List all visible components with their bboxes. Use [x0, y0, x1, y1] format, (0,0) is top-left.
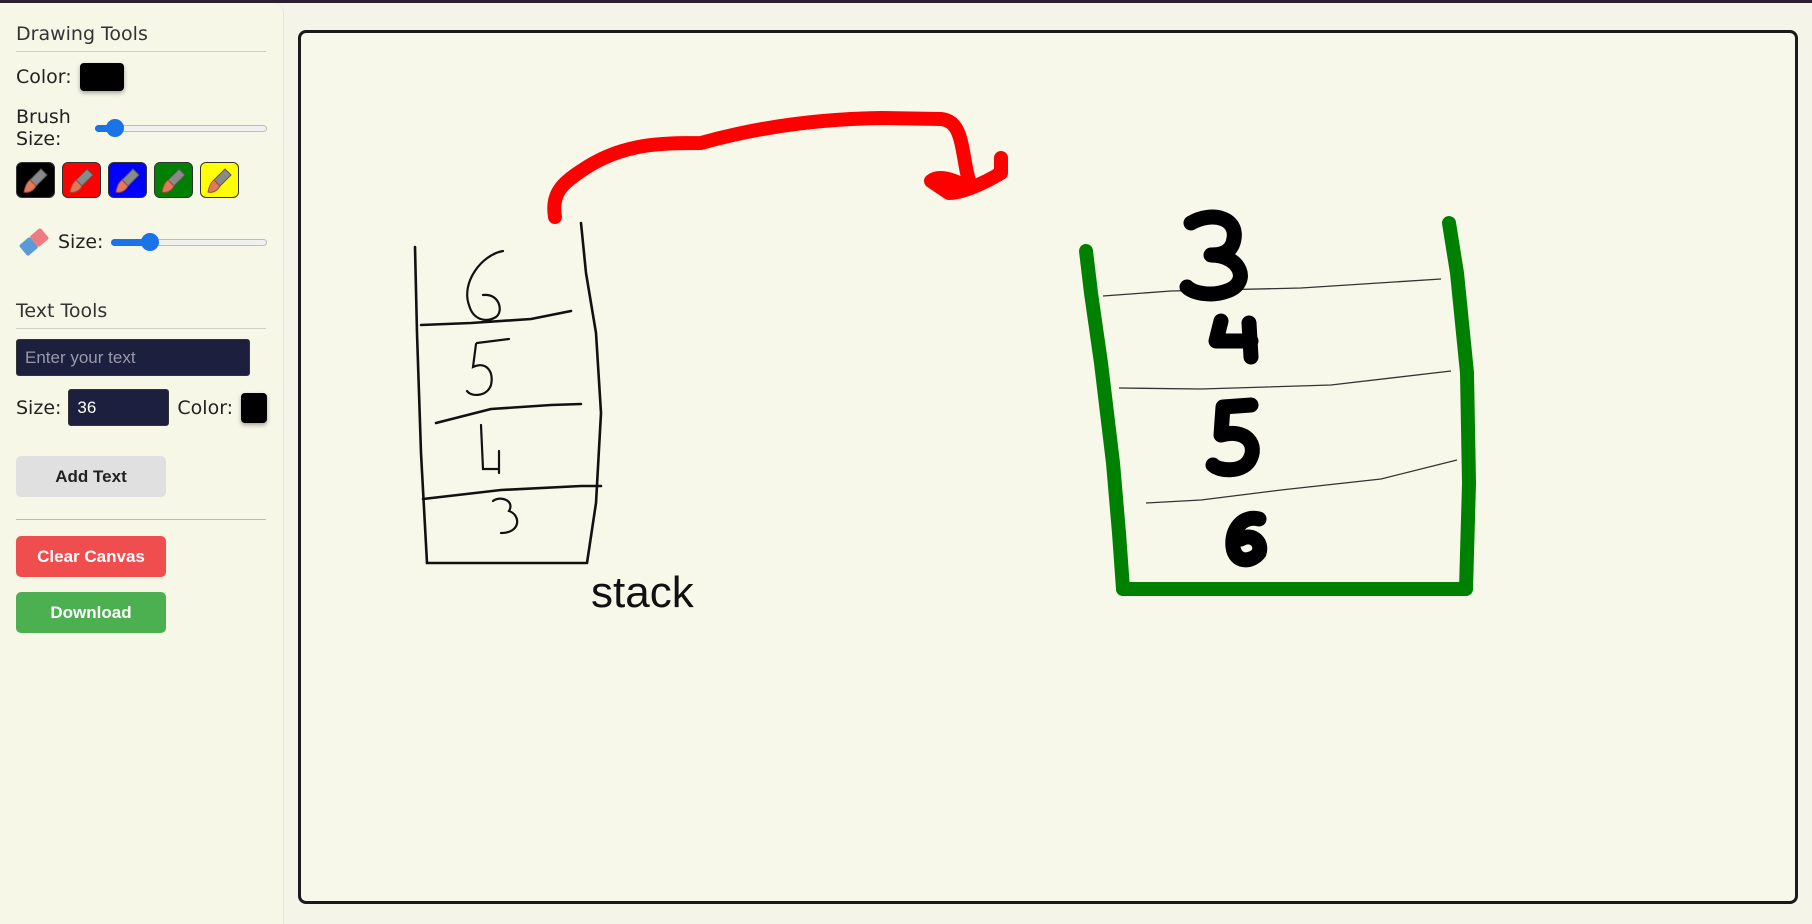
paintbrush-icon	[68, 168, 94, 193]
paintbrush-icon	[114, 168, 140, 193]
right-divider-1	[1102, 278, 1442, 297]
left-stack-divider-2	[434, 402, 583, 425]
left-number-4	[479, 423, 501, 475]
right-stack-container	[1079, 216, 1476, 596]
left-number-5	[465, 342, 493, 397]
brush-preset-red[interactable]	[62, 162, 101, 198]
brush-size-slider[interactable]	[94, 118, 267, 138]
eraser-size-label: Size:	[58, 231, 104, 253]
brush-size-label: Brush Size:	[16, 106, 81, 150]
eraser-size-slider[interactable]	[111, 232, 267, 252]
brush-preset-green[interactable]	[154, 162, 193, 198]
window-top-bar	[0, 0, 1812, 3]
left-stack-drawing	[413, 221, 603, 565]
drawing-canvas[interactable]: stack	[298, 30, 1798, 904]
text-size-label: Size:	[16, 396, 62, 419]
right-divider-2	[1118, 370, 1452, 390]
right-number-6	[1225, 510, 1268, 568]
brush-size-label-line2: Size:	[16, 128, 62, 150]
brush-preset-black[interactable]	[16, 162, 55, 198]
text-color-label: Color:	[177, 396, 234, 419]
brush-preset-blue[interactable]	[108, 162, 147, 198]
right-stack-left-wall	[1079, 244, 1130, 596]
right-number-5	[1205, 397, 1260, 478]
red-arrow-stroke	[547, 111, 1008, 224]
brush-color-picker[interactable]	[79, 63, 124, 91]
text-size-input[interactable]	[68, 389, 170, 426]
right-stack-numbers	[1179, 209, 1268, 568]
brush-preset-yellow[interactable]	[200, 162, 239, 198]
color-label: Color:	[16, 66, 72, 88]
eraser-size-fill	[111, 239, 151, 246]
brush-size-fill	[94, 125, 115, 132]
canvas-text-stack: stack	[591, 568, 694, 617]
canvas-drawing	[413, 111, 1476, 596]
eraser-size-thumb[interactable]	[141, 233, 160, 251]
left-number-6	[466, 249, 505, 321]
text-color-picker[interactable]	[241, 392, 267, 423]
left-stack-divider-3	[421, 484, 603, 501]
paintbrush-icon	[160, 168, 186, 193]
clear-canvas-button[interactable]: Clear Canvas	[16, 536, 166, 577]
brush-size-row: Brush Size:	[16, 106, 267, 150]
sidebar-divider	[16, 519, 266, 520]
left-stack-left-wall	[413, 245, 429, 565]
right-number-3	[1179, 209, 1248, 302]
brush-size-label-line1: Brush	[16, 106, 71, 128]
right-stack-dividers	[1102, 278, 1458, 504]
add-text-button[interactable]: Add Text	[16, 456, 166, 497]
text-size-color-row: Size: Color:	[16, 389, 267, 426]
left-stack-right-wall	[425, 221, 603, 565]
right-number-4	[1208, 313, 1259, 365]
brush-size-thumb[interactable]	[105, 119, 124, 137]
brush-presets	[16, 162, 267, 198]
eraser-row: Size:	[16, 224, 267, 260]
paintbrush-icon	[22, 168, 48, 193]
paintbrush-icon	[206, 168, 232, 193]
eraser-icon[interactable]	[16, 224, 52, 260]
left-stack-numbers	[465, 249, 519, 535]
right-stack-bottom-and-right-wall	[1116, 216, 1476, 596]
color-row: Color:	[16, 62, 267, 92]
left-stack-divider-1	[419, 309, 573, 327]
text-tools-title: Text Tools	[16, 300, 266, 329]
drawing-tools-title: Drawing Tools	[16, 23, 266, 52]
download-button[interactable]: Download	[16, 592, 166, 633]
right-divider-3	[1145, 459, 1458, 504]
left-number-3	[491, 497, 519, 535]
tools-sidebar: Drawing Tools Color: Brush Size: Size:	[0, 3, 284, 924]
left-number-5-top	[475, 337, 511, 345]
text-input[interactable]	[16, 339, 250, 376]
